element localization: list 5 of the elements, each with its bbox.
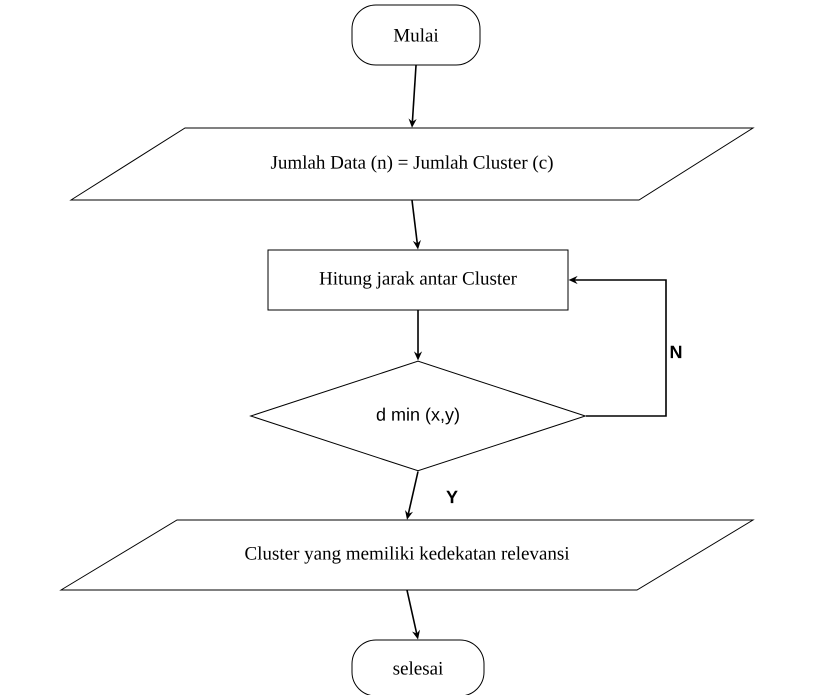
terminal-box: selesai bbox=[352, 640, 484, 695]
edge-label: Y bbox=[445, 490, 459, 504]
terminal-box: Mulai bbox=[352, 4, 480, 66]
process-box: Hitung jarak antar Cluster bbox=[268, 250, 568, 310]
edge-label: N bbox=[668, 344, 684, 360]
